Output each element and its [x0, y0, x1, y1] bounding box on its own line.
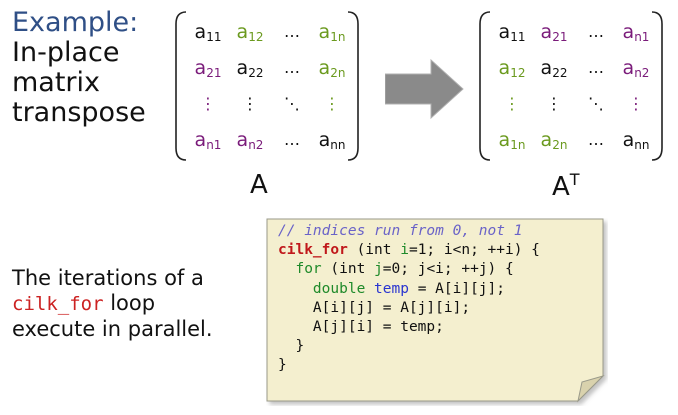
- matrix-a-cell-2-2: ⋱: [284, 94, 300, 113]
- matrix-at-cell-2-0: ⋮: [504, 94, 520, 113]
- matrix-a-cell-3-2: …: [284, 130, 300, 149]
- title-line-4: transpose: [12, 97, 146, 128]
- note-cilk-for: cilk_for: [12, 293, 104, 315]
- code-line-5: A[i][j] = A[j][i];: [312, 299, 471, 316]
- matrix-at-label-text: A: [552, 172, 570, 202]
- title-line-2: In-place: [12, 37, 120, 68]
- matrix-a-cell-3-0: an1: [194, 129, 222, 152]
- matrix-a-cell-2-0: ⋮: [200, 94, 216, 113]
- code-l2-a: (int: [347, 242, 401, 259]
- parallel-note: The iterations of a cilk_for loop execut…: [12, 266, 213, 342]
- note-paper-shape: [266, 218, 605, 403]
- code-double: double: [312, 280, 366, 297]
- code-comment: // indices run from 0, not 1: [278, 223, 523, 239]
- code-l2-b: =1; i<n; ++i) {: [408, 242, 540, 259]
- matrix-a-cell-1-1: a22: [236, 57, 264, 80]
- code-l4-b: = A[i][j];: [408, 280, 505, 297]
- matrix-at-cell-2-1: ⋮: [546, 94, 562, 113]
- code-var-j: j: [374, 261, 383, 278]
- slide-title: Example: In-place matrix transpose: [12, 8, 146, 128]
- matrix-a-cell-3-3: ann: [318, 129, 346, 152]
- code-var-i: i: [400, 242, 409, 259]
- matrix-a-cell-2-1: ⋮: [242, 94, 258, 113]
- code-l3-b: =0; j<i; ++j) {: [382, 261, 514, 278]
- code-l3-a: (int: [321, 261, 375, 278]
- note-line-2-rest: loop: [103, 291, 156, 315]
- matrix-a-label-text: A: [250, 170, 268, 200]
- matrix-a-cell-1-2: …: [284, 58, 300, 77]
- code-var-temp: temp: [374, 280, 409, 297]
- matrix-at-cell-3-2: …: [588, 130, 604, 149]
- matrix-a-brackets: [175, 11, 359, 161]
- matrix-a-cell-0-0: a11: [194, 21, 222, 44]
- matrix-at-cell-0-3: an1: [622, 21, 650, 44]
- note-line-1: The iterations of a: [12, 266, 204, 290]
- matrix-at-cell-0-0: a11: [498, 21, 526, 44]
- matrix-at-label: AT: [552, 170, 580, 202]
- matrix-a: a11 a12 … a1n a21 a22 … a2n ⋮ ⋮ ⋱ ⋮ an1 an2 … ann: [172, 8, 362, 164]
- code-line-6: A[j][i] = temp;: [312, 319, 444, 336]
- code-note-box: // indices run from 0, not 1 cilk_for (i…: [266, 218, 608, 406]
- code-for: for: [295, 261, 322, 278]
- matrix-at-label-sup: T: [569, 170, 580, 189]
- matrix-at-cell-2-3: ⋮: [628, 94, 644, 113]
- matrix-at-cell-3-0: a1n: [498, 129, 526, 152]
- matrix-a-cell-1-0: a21: [194, 57, 222, 80]
- matrix-at-cell-2-2: ⋱: [588, 94, 604, 113]
- matrix-at-cell-3-1: a2n: [540, 129, 568, 152]
- matrix-a-cell-3-1: an2: [236, 129, 264, 152]
- code-line-7: }: [295, 338, 305, 355]
- code-cilk-for: cilk_for: [278, 242, 348, 259]
- code-block: // indices run from 0, not 1 cilk_for (i…: [278, 222, 540, 376]
- title-line-3: matrix: [12, 67, 101, 98]
- note-line-3: execute in parallel.: [12, 317, 213, 341]
- matrix-at-brackets: [479, 11, 663, 161]
- matrix-a-cell-2-3: ⋮: [324, 94, 340, 113]
- matrix-at-cell-1-2: …: [588, 58, 604, 77]
- matrix-at-cell-1-3: an2: [622, 57, 650, 80]
- matrix-a-label: A: [250, 170, 268, 200]
- matrix-a-cell-0-2: …: [284, 22, 300, 41]
- matrix-a-cell-0-3: a1n: [318, 21, 346, 44]
- matrix-at-cell-0-1: a21: [540, 21, 568, 44]
- title-example: Example:: [12, 7, 139, 38]
- right-arrow-icon: [385, 58, 464, 120]
- matrix-at-cell-3-3: ann: [622, 129, 650, 152]
- matrix-a-transpose: a11 a21 … an1 a12 a22 … an2 ⋮ ⋮ ⋱ ⋮ a1n a2n … ann: [476, 8, 666, 164]
- matrix-at-cell-0-2: …: [588, 22, 604, 41]
- matrix-at-cell-1-0: a12: [498, 57, 526, 80]
- matrix-a-cell-0-1: a12: [236, 21, 264, 44]
- code-line-8: }: [278, 357, 287, 374]
- matrix-a-cell-1-3: a2n: [318, 57, 346, 80]
- matrix-at-cell-1-1: a22: [540, 57, 568, 80]
